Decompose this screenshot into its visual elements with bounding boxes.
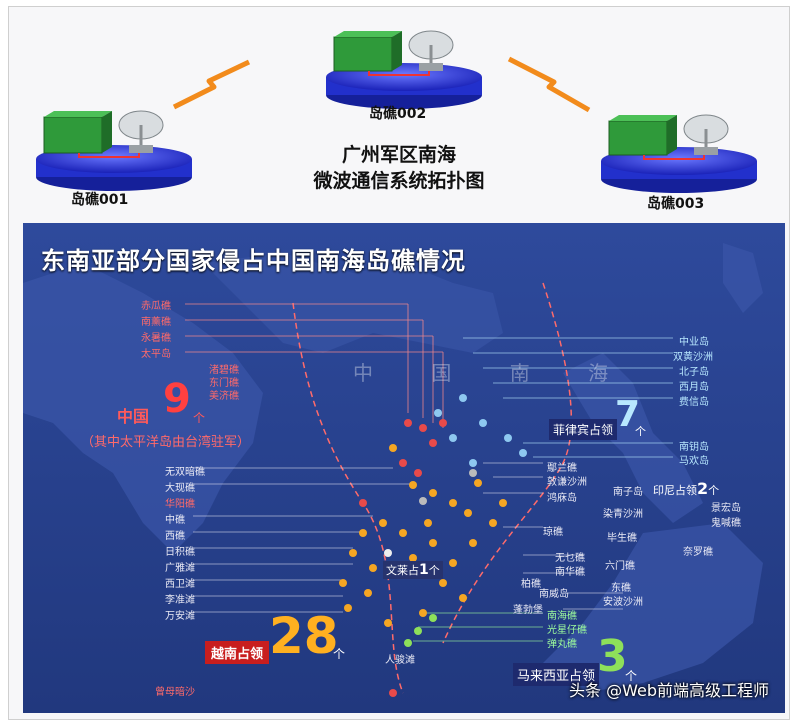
indonesia-count-caption: 印尼占领2个	[653, 479, 719, 498]
reef-label: 南薰礁	[141, 317, 171, 328]
topology-title-line2: 微波通信系统拓扑图	[313, 170, 485, 192]
reef-label: 赤瓜礁	[141, 301, 171, 312]
reef-label: 西卫滩	[165, 579, 195, 590]
reef-label: 琼礁	[543, 527, 563, 538]
reef-label: 永暑礁	[141, 333, 171, 344]
reef-label: 南钥岛	[679, 442, 709, 453]
sea-label: 中 国 南 海	[353, 361, 635, 385]
philippines-prefix: 菲律宾占领	[549, 419, 618, 440]
china-count-caption: 中国	[117, 403, 149, 427]
island-node-003-icon	[601, 114, 757, 193]
microwave-link-icon	[507, 56, 591, 113]
reef-label: 南海礁	[547, 611, 577, 622]
microwave-link-icon	[172, 59, 251, 110]
reef-label: 日积礁	[165, 547, 195, 558]
reef-label: 毕生礁	[607, 533, 637, 544]
reef-label: 万安滩	[165, 611, 195, 622]
brunei-suffix: 个	[428, 564, 440, 577]
indonesia-count: 2	[697, 479, 709, 498]
reef-label: 曾母暗沙	[155, 687, 195, 698]
reef-label: 蓬勃堡	[513, 605, 543, 616]
reef-label: 人骏滩	[385, 655, 415, 666]
map-title: 东南亚部分国家侵占中国南海岛礁情况	[41, 247, 466, 275]
south-china-sea-map: 东南亚部分国家侵占中国南海岛礁情况 中 国 南 海 赤瓜礁 南薰礁 永暑礁 太平…	[23, 223, 785, 713]
reef-label: 鄢兰礁	[547, 463, 577, 474]
reef-label: 太平岛	[141, 349, 171, 360]
topology-links	[36, 30, 757, 193]
reef-label: 无双暗礁	[165, 467, 205, 478]
node-label: 岛礁002	[369, 106, 427, 122]
vietnam-prefix: 越南占领	[205, 641, 270, 664]
reef-label: 北子岛	[679, 367, 709, 378]
indonesia-suffix: 个	[708, 484, 720, 497]
brunei-count-caption: 文莱占1个	[383, 561, 443, 579]
reef-label: 西月岛	[679, 382, 709, 393]
reef-label: 广雅滩	[165, 563, 195, 574]
reef-label: 染青沙洲	[603, 509, 643, 520]
reef-label: 大现礁	[165, 483, 195, 494]
reef-label: 弹丸礁	[547, 639, 577, 650]
reef-label: 光星仔礁	[547, 625, 587, 636]
reef-label: 西礁	[165, 531, 185, 542]
reef-label: 渚碧礁	[209, 365, 239, 376]
topology-title: 广州军区南海 微波通信系统拓扑图	[264, 142, 534, 194]
vietnam-count: 28	[269, 607, 339, 665]
china-note: （其中太平洋岛由台湾驻军）	[81, 435, 251, 450]
figure-frame: 岛礁001 岛礁002 岛礁003 广州军区南海 微波通信系统拓扑图	[8, 6, 790, 720]
reef-label: 李准滩	[165, 595, 195, 606]
philippines-count: 7	[615, 394, 641, 435]
watermark-text: 头条 @Web前端高级工程师	[569, 681, 769, 700]
reef-label: 柏礁	[521, 579, 541, 590]
node-label: 岛礁001	[71, 192, 129, 208]
china-prefix: 中国	[117, 407, 150, 426]
topology-diagram: 岛礁001 岛礁002 岛礁003 广州军区南海 微波通信系统拓扑图	[9, 7, 789, 217]
reef-label: 景宏岛	[711, 503, 741, 514]
reef-label: 美济礁	[209, 391, 239, 402]
reef-label: 双黄沙洲	[673, 352, 713, 363]
brunei-prefix: 文莱占	[386, 564, 419, 577]
reef-label: 奈罗礁	[683, 547, 713, 558]
reef-label: 南子岛	[613, 487, 643, 498]
reef-label: 南华礁	[555, 567, 585, 578]
philippines-suffix: 个	[635, 425, 646, 438]
reef-label: 中礁	[165, 515, 185, 526]
map-background	[23, 223, 785, 713]
reef-label: 中业岛	[679, 337, 709, 348]
china-count: 9	[163, 376, 191, 422]
node-label: 岛礁003	[647, 196, 705, 212]
island-node-001-icon	[36, 110, 192, 191]
china-suffix: 个	[193, 411, 206, 425]
reef-markers	[339, 394, 527, 697]
malaysia-suffix: 个	[625, 669, 638, 683]
reef-label: 鬼喊礁	[711, 518, 741, 529]
malaysia-prefix: 马来西亚占领	[513, 663, 600, 686]
reef-label: 南威岛	[539, 589, 569, 600]
vietnam-suffix: 个	[333, 647, 346, 661]
reef-label: 华阳礁	[165, 499, 195, 510]
reef-label: 马欢岛	[679, 456, 709, 467]
reef-label: 敦谦沙洲	[547, 477, 587, 488]
brunei-count: 1	[419, 562, 429, 578]
indonesia-prefix: 印尼占领	[653, 484, 697, 497]
reef-label: 费信岛	[679, 397, 709, 408]
reef-label: 东礁	[611, 583, 631, 594]
malaysia-count: 3	[597, 631, 628, 682]
island-node-002-icon	[326, 30, 482, 109]
topology-title-line1: 广州军区南海	[341, 144, 456, 166]
reef-label: 鸿庥岛	[547, 493, 577, 504]
reef-label: 六门礁	[605, 561, 635, 572]
reef-label: 东门礁	[209, 378, 239, 389]
reef-label: 无乜礁	[555, 553, 585, 564]
reef-label: 安波沙洲	[603, 597, 643, 608]
